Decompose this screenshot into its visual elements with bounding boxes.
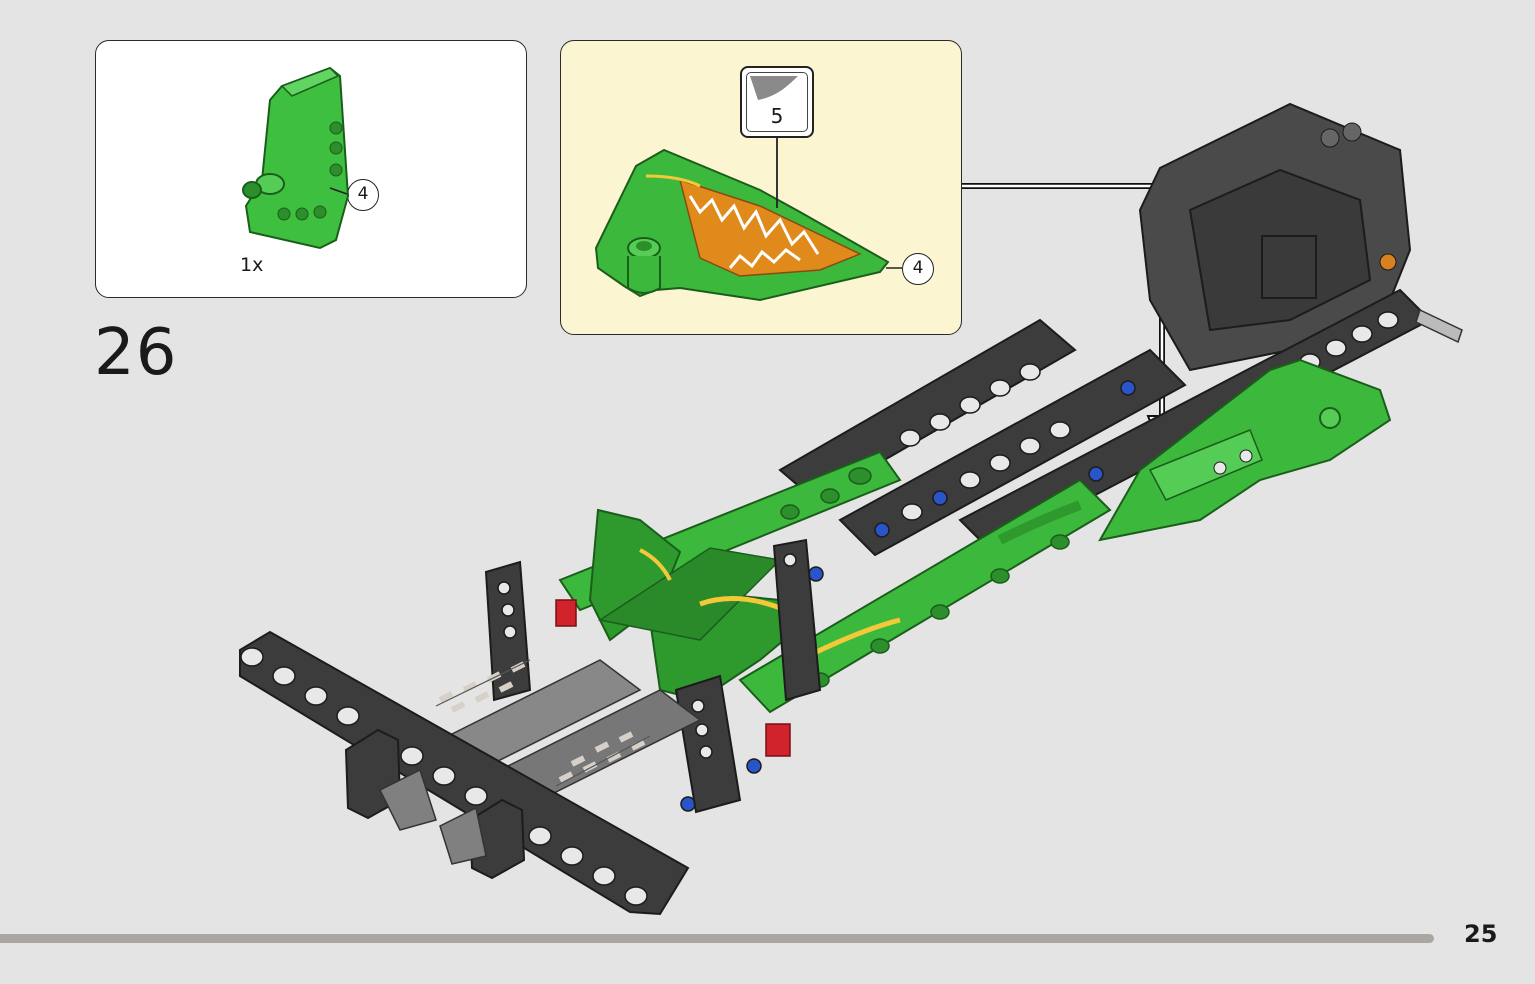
green-panel-part-icon xyxy=(242,66,350,250)
step-number: 26 xyxy=(94,316,178,390)
model-assembly xyxy=(239,102,1463,916)
sticker-number: 5 xyxy=(770,104,784,128)
footer-progress-bar xyxy=(0,934,1434,943)
page-number: 25 xyxy=(1464,920,1498,948)
sticker-curl-icon xyxy=(750,76,798,100)
sub-assembly-callout-number: 4 xyxy=(902,253,934,285)
sticker-frame xyxy=(746,72,808,132)
battery-box-icon xyxy=(1138,102,1412,372)
part-quantity: 1x xyxy=(240,254,264,276)
dragon-panel-with-sticker-icon xyxy=(594,148,890,302)
spring-icon xyxy=(438,661,646,783)
